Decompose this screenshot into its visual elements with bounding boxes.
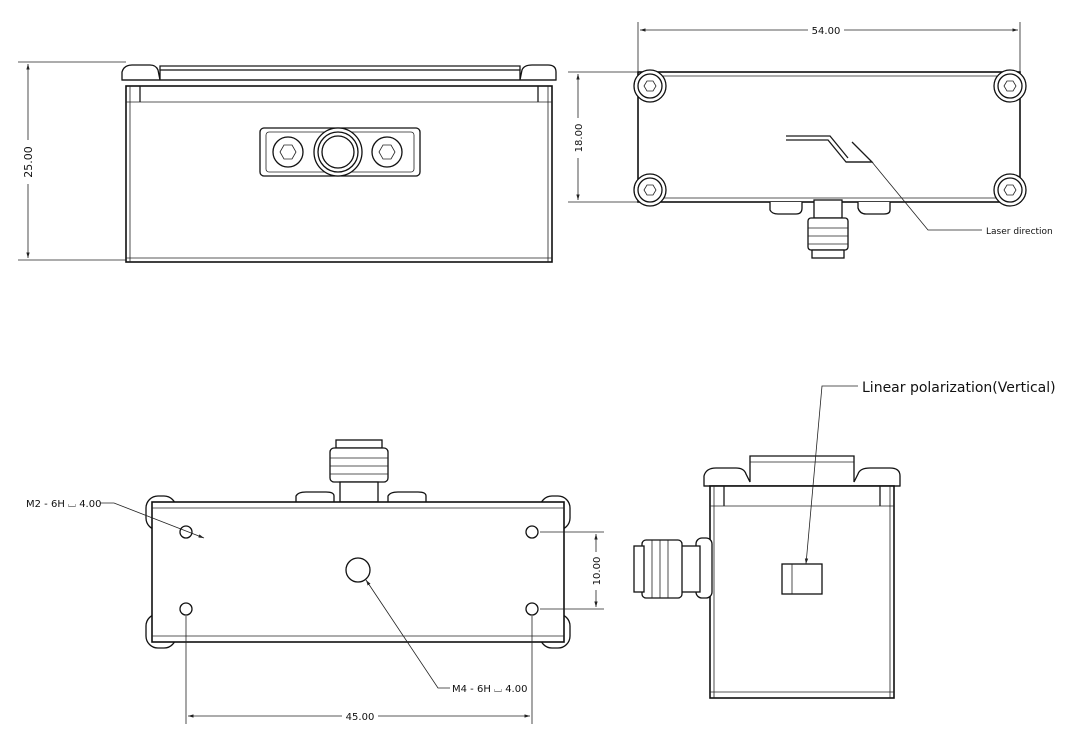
dim-54-label: 54.00 — [812, 26, 841, 37]
dim-45-label: 45.00 — [346, 712, 375, 723]
top-view — [633, 69, 1027, 259]
hole-m2-br — [525, 602, 539, 616]
front-view — [121, 64, 557, 263]
m4-thread-leader: M4 - 6H ⌴ 4.00 — [365, 579, 527, 695]
dim-18-label: 18.00 — [574, 124, 585, 153]
polarization-label: Linear polarization(Vertical) — [862, 380, 1056, 396]
bottom-view — [145, 439, 571, 649]
corner-screw-tl — [633, 69, 667, 103]
hole-m2-bl — [179, 602, 193, 616]
side-view — [633, 455, 901, 699]
m4-thread-label: M4 - 6H ⌴ 4.00 — [452, 684, 527, 695]
corner-screw-tr — [993, 69, 1027, 103]
polarization-element — [781, 563, 823, 595]
dimension-height-body: 18.00 — [568, 71, 638, 203]
corner-screw-bl — [633, 173, 667, 207]
hole-m2-tl — [179, 525, 193, 539]
dimension-width-total: 54.00 — [637, 22, 1021, 72]
m2-thread-leader: M2 - 6H ⌴ 4.00 — [26, 499, 205, 539]
polarization-leader: Linear polarization(Vertical) — [804, 380, 1056, 565]
dimension-hole-spacing-horizontal: 45.00 — [185, 616, 533, 724]
dimension-height-total: 25.00 — [18, 61, 126, 261]
dimension-hole-spacing-vertical: 10.00 — [540, 531, 604, 610]
hole-m2-tr — [525, 525, 539, 539]
corner-screw-br — [993, 173, 1027, 207]
hole-m4-center — [345, 557, 371, 583]
laser-direction-leader: Laser direction — [871, 161, 1053, 237]
m2-thread-label: M2 - 6H ⌴ 4.00 — [26, 499, 101, 510]
dim-10-label: 10.00 — [592, 557, 603, 586]
dim-25-label: 25.00 — [22, 146, 35, 178]
laser-direction-label: Laser direction — [986, 227, 1053, 237]
